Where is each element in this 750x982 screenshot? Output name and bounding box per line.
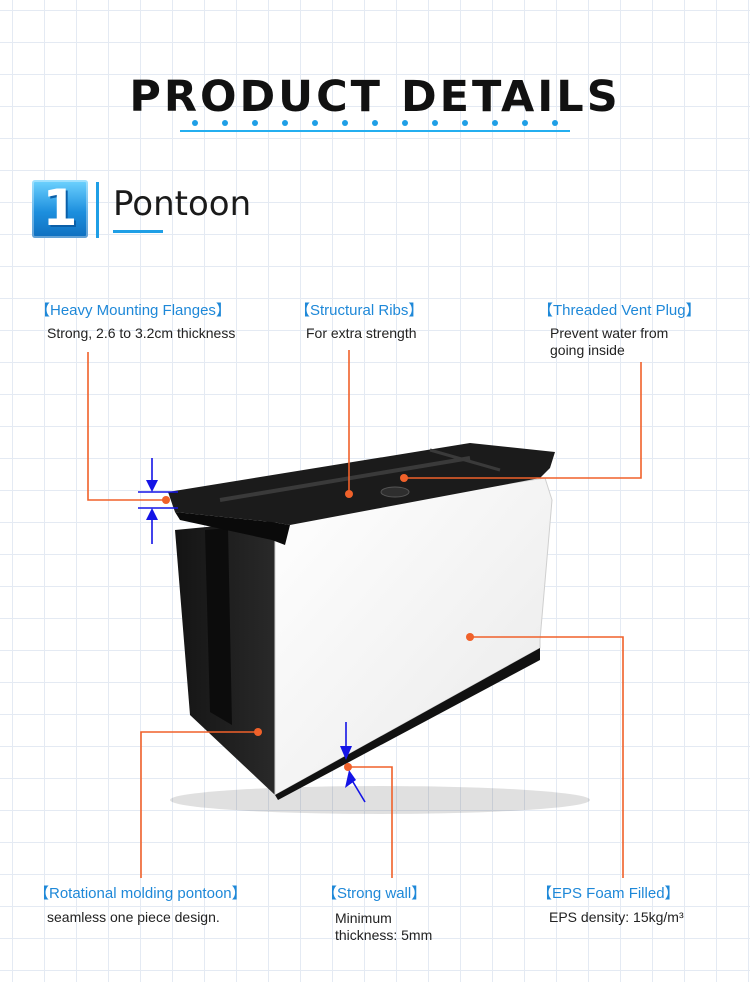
page-title: PRODUCT DETAILS [129,72,621,122]
section-divider [96,182,99,238]
callout-heavy-flanges-label: 【Heavy Mounting Flanges】 [35,302,231,319]
section-title: Pontoon [113,184,252,224]
callout-vent-plug-label: 【Threaded Vent Plug】 [538,302,701,319]
structural-rib-slot [429,448,501,472]
callout-strong-wall-label: 【Strong wall】 [322,885,427,902]
section-number-badge [32,180,88,238]
callout-dot-foam [466,633,474,641]
callout-rotational-label: 【Rotational molding pontoon】 [34,885,247,902]
callout-line-wall [349,766,393,878]
callout-dot-flanges [162,496,170,504]
callout-rotational-desc: seamless one piece design. [47,909,220,925]
callout-eps-foam-label: 【EPS Foam Filled】 [537,885,680,902]
callout-heavy-flanges-desc: Strong, 2.6 to 3.2cm thickness [47,325,236,341]
callout-dot-vent [400,474,408,482]
title-dots-decoration [180,120,570,130]
callout-line-foam [470,636,624,878]
callout-dot-wall [344,763,352,771]
callout-dot-ribs [345,490,353,498]
pontoon-shell-rib [205,528,232,725]
mounting-flange-top [168,443,555,525]
flange-front-lip [175,512,290,545]
pontoon-shadow [170,786,590,814]
callout-strong-wall-desc-2: thickness: 5mm [335,927,433,943]
foam-bottom-edge [275,648,540,800]
callout-dot-rotational [254,728,262,736]
wall-arrow-diag [352,781,366,803]
callout-vent-plug-desc-2: going inside [550,342,625,358]
callout-line-vent [405,362,642,479]
callout-eps-foam-desc: EPS density: 15kg/m³ [549,909,684,925]
wall-arrowhead-down [340,746,352,760]
callout-line-rotational [140,731,258,878]
callout-vent-plug-desc-1: Prevent water from [550,325,669,341]
callout-structural-ribs-desc: For extra strength [306,325,417,341]
section-number: 1 [42,179,78,237]
structural-rib-slot [219,456,471,502]
callout-strong-wall-desc-1: Minimum [335,910,392,926]
vent-plug [380,486,410,498]
section-underline [113,230,163,233]
wall-arrowhead-diag [345,770,356,788]
callout-structural-ribs-label: 【Structural Ribs】 [295,302,424,319]
arrowhead-up [146,508,158,520]
arrowhead-down [146,480,158,492]
callout-line-flanges [87,352,165,501]
title-underline [180,130,570,132]
